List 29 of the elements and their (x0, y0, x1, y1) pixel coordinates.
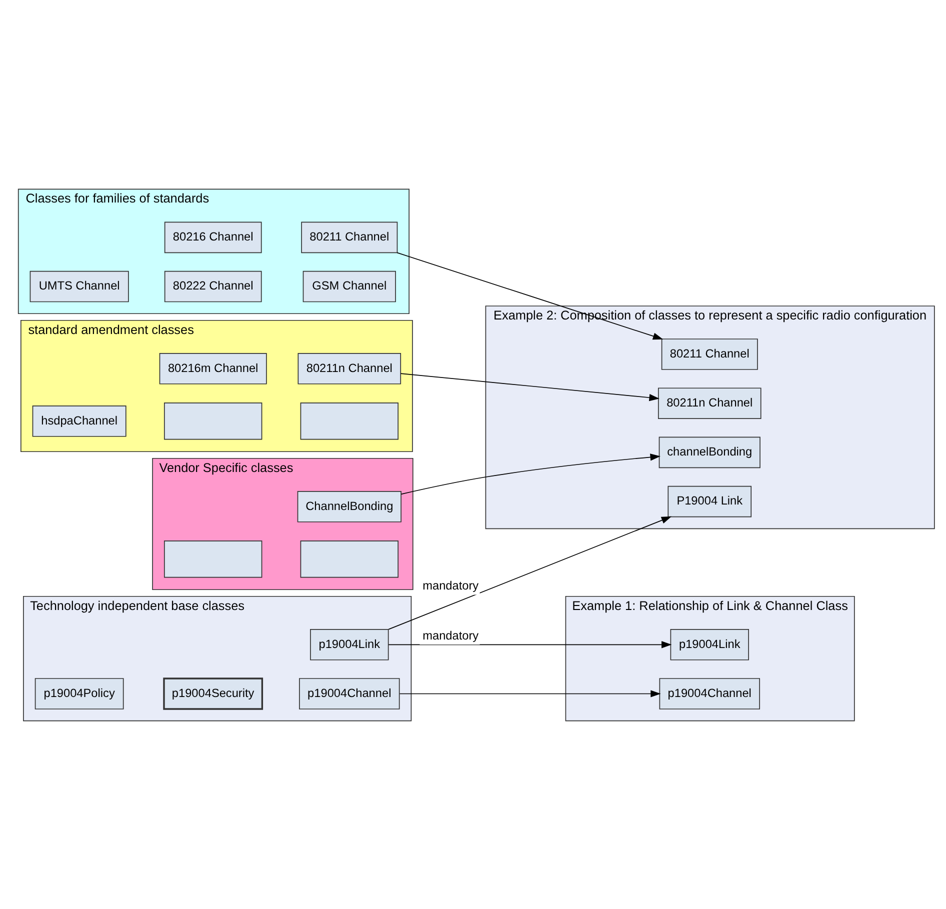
node-box: 80211 Channel (661, 338, 758, 370)
edge-label: mandatory (422, 628, 479, 642)
node-box (164, 402, 262, 440)
node-box: p19004Channel (299, 678, 400, 709)
arrow (399, 690, 661, 697)
node-box: p19004Link (310, 628, 389, 660)
node-box: GSM Channel (302, 270, 396, 302)
node-box: P19004 Link (668, 485, 752, 517)
arrow (388, 516, 672, 630)
node-box: 80216 Channel (164, 221, 262, 253)
node-box (300, 402, 398, 440)
node-box (164, 540, 262, 578)
arrow (400, 372, 660, 401)
node-box (300, 540, 398, 578)
node-box: 80211n Channel (298, 352, 402, 384)
node-box: ChannelBonding (297, 490, 402, 522)
node-box: p19004Link (670, 628, 749, 660)
node-box: p19004Channel (659, 678, 760, 709)
node-box: 80222 Channel (164, 270, 262, 302)
node-box: 80211n Channel (658, 387, 762, 419)
arrow (388, 640, 672, 648)
node-box: p19004Policy (34, 678, 124, 709)
node-box: 80211 Channel (301, 221, 398, 253)
edge-label: mandatory (422, 578, 479, 592)
node-box: 80216m Channel (159, 352, 267, 384)
node-box: channelBonding (658, 436, 760, 468)
node-box: hsdpaChannel (32, 404, 126, 436)
node-box: UMTS Channel (30, 270, 129, 302)
node-box: p19004Security (163, 677, 264, 710)
